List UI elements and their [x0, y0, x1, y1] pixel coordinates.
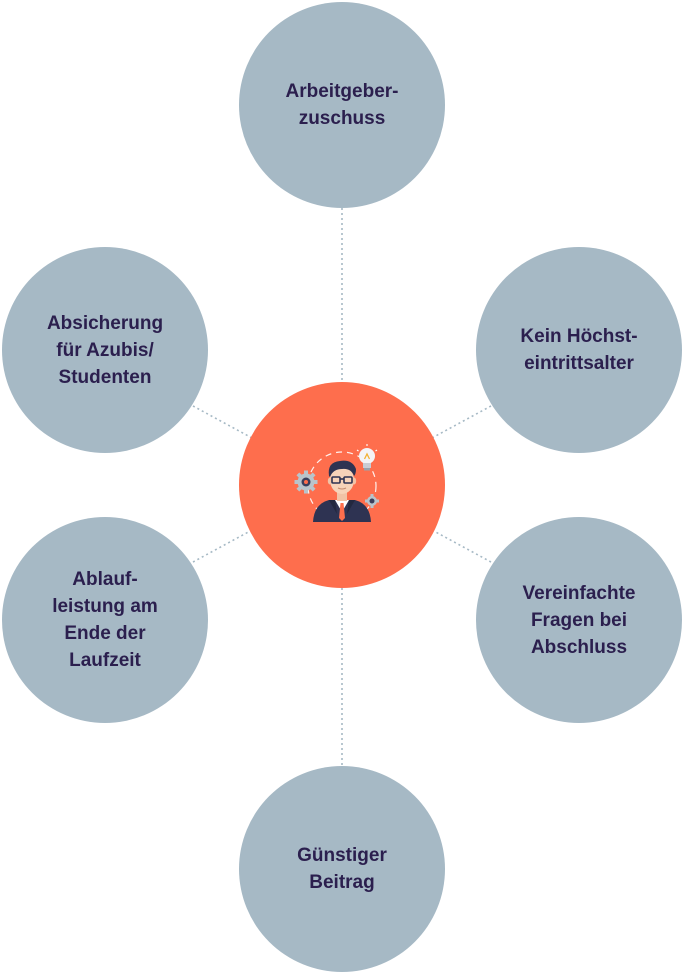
connector-lower-left — [192, 529, 253, 563]
node-vereinfachte-fragen: Vereinfachte Fragen bei Abschluss — [476, 517, 682, 723]
node-label: Günstiger Beitrag — [297, 845, 387, 893]
businessman-with-idea-icon — [294, 444, 379, 522]
node-absicherung-azubis: Absicherung für Azubis/ Studenten — [2, 247, 208, 453]
node-kein-hoechsteintrittsalter: Kein Höchst- eintrittsalter — [476, 247, 682, 453]
node-guenstiger-beitrag: Günstiger Beitrag — [239, 766, 445, 972]
connector-upper-left — [192, 405, 253, 439]
node-label: Kein Höchst- eintrittsalter — [520, 326, 638, 374]
node-arbeitgeberzuschuss: Arbeitgeber- zuschuss — [239, 2, 445, 208]
center-hub — [239, 382, 445, 588]
connector-upper-right — [431, 405, 492, 439]
connector-lower-right — [431, 529, 492, 563]
node-label: Arbeitgeber- zuschuss — [285, 81, 399, 129]
node-ablaufleistung: Ablauf- leistung am Ende der Laufzeit — [2, 517, 208, 723]
node-label: Vereinfachte Fragen bei Abschluss — [522, 582, 636, 658]
node-label: Absicherung für Azubis/ Studenten — [46, 312, 164, 388]
node-label: Ablauf- leistung am Ende der Laufzeit — [52, 569, 158, 671]
